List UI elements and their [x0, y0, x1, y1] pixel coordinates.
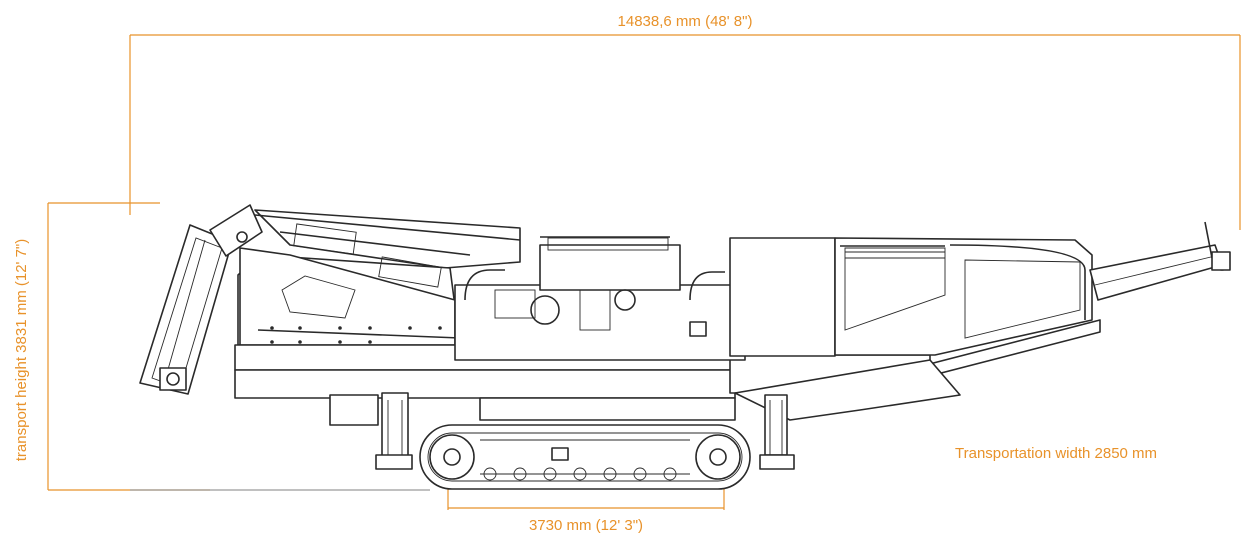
track-rollers: [483, 467, 677, 481]
machine-outline: [139, 204, 1231, 490]
overall-length-dimension: 14838,6 mm (48' 8"): [129, 13, 1241, 230]
track-length-label: 3730 mm (12' 3"): [529, 517, 643, 534]
discharge-conveyor: [1089, 221, 1231, 301]
transport-height-dimension: transport height 3831 mm (12' 7"): [13, 202, 210, 491]
transport-width-label: Transportation width 2850 mm: [955, 445, 1157, 462]
screen-bolts: [270, 326, 442, 344]
track-length-dimension: 3730 mm (12' 3"): [447, 470, 725, 534]
front-legs: [329, 392, 413, 470]
transport-height-label: transport height 3831 mm (12' 7"): [13, 239, 30, 461]
screen-box: [237, 209, 521, 346]
overall-length-label: 14838,6 mm (48' 8"): [618, 13, 753, 30]
feed-conveyor: [139, 204, 263, 395]
hopper-body: [729, 237, 1093, 357]
rear-frame: [734, 359, 961, 470]
crawler-track: [419, 424, 751, 490]
